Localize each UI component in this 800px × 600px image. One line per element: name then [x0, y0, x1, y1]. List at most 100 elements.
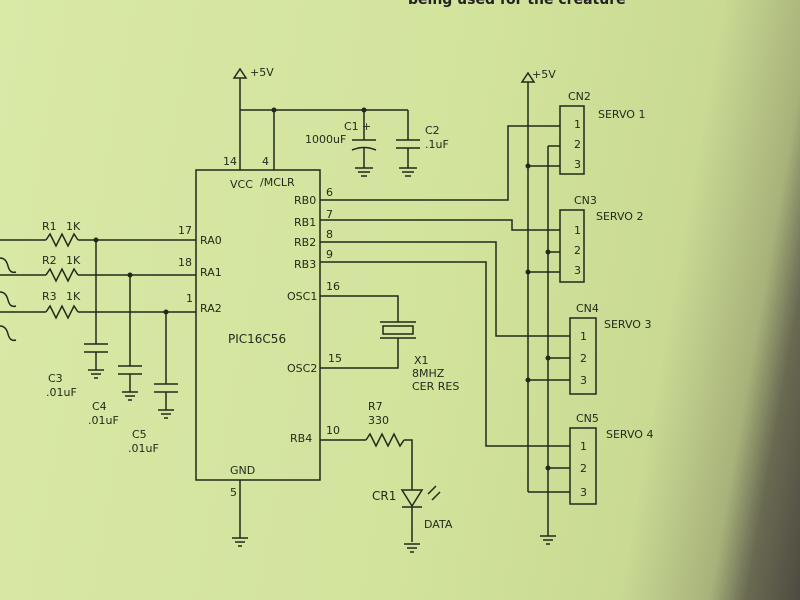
- x1-freq: 8MHZ: [412, 367, 445, 380]
- c2-value: .1uF: [425, 138, 449, 151]
- pin-label-vcc: VCC: [230, 178, 253, 191]
- cr1-ref: CR1: [372, 489, 396, 503]
- cn2-ref: CN2: [568, 90, 591, 103]
- pin-number-gnd: 5: [230, 486, 237, 499]
- pin-label-rb3: RB3: [294, 258, 316, 271]
- c4-value: .01uF: [88, 414, 119, 427]
- cn4-pin3: 3: [580, 374, 587, 387]
- r2-ref: R2: [42, 254, 57, 267]
- vcc-label-left: +5V: [250, 66, 274, 79]
- r3-value: 1K: [66, 290, 81, 303]
- cn2-pin1: 1: [574, 118, 581, 131]
- wire-rb0-servo1: [320, 125, 560, 201]
- pin-number-mclr: 4: [262, 155, 269, 168]
- r3-ref: R3: [42, 290, 57, 303]
- r1-ref: R1: [42, 220, 57, 233]
- c3-value: .01uF: [46, 386, 77, 399]
- pin-label-osc2: OSC2: [287, 362, 317, 375]
- pin-number-ra2: 1: [186, 292, 193, 305]
- c2-ref: C2: [425, 124, 440, 137]
- pin-number-osc2: 15: [328, 352, 342, 365]
- cn4-pin2: 2: [580, 352, 587, 365]
- pin-label-ra2: RA2: [200, 302, 222, 315]
- resistor-r3: [0, 304, 196, 320]
- resistor-r2: [0, 267, 196, 283]
- connector-cn3: [559, 209, 585, 283]
- cn3-ref: CN3: [574, 194, 597, 207]
- pin-number-ra0: 17: [178, 224, 192, 237]
- wire-rb3-servo4: [320, 261, 560, 447]
- c1-ref: C1: [344, 120, 359, 133]
- c1-polarity: +: [362, 120, 371, 133]
- led-cr1-icon: [400, 485, 441, 542]
- cn2-pin3: 3: [574, 158, 581, 171]
- pic-chip-name: PIC16C56: [228, 332, 286, 346]
- pin-label-osc1: OSC1: [287, 290, 317, 303]
- cn5-label: SERVO 4: [606, 428, 653, 441]
- wire-rb2-servo3: [320, 241, 560, 337]
- crystal-x1: [320, 295, 416, 369]
- r7-ref: R7: [368, 400, 383, 413]
- ground-led-icon: [404, 543, 420, 553]
- cn3-pin2: 2: [574, 244, 581, 257]
- pin-number-rb3: 9: [326, 248, 333, 261]
- capacitor-c5: [154, 312, 178, 419]
- r1-value: 1K: [66, 220, 81, 233]
- r2-value: 1K: [66, 254, 81, 267]
- cn5-pin1: 1: [580, 440, 587, 453]
- pin-number-osc1: 16: [326, 280, 340, 293]
- pin-label-ra0: RA0: [200, 234, 222, 247]
- pin-label-ra1: RA1: [200, 266, 222, 279]
- connector-cn4: [569, 317, 597, 395]
- cn3-pin3: 3: [574, 264, 581, 277]
- c3-ref: C3: [48, 372, 63, 385]
- c1-value: 1000uF: [305, 133, 346, 146]
- pin-label-rb4: RB4: [290, 432, 312, 445]
- pin-number-rb0: 6: [326, 186, 333, 199]
- x1-ref: X1: [414, 354, 429, 367]
- pin-number-rb4: 10: [326, 424, 340, 437]
- vcc-arrow-left-icon: [232, 67, 248, 110]
- cn3-label: SERVO 2: [596, 210, 643, 223]
- x1-type: CER RES: [412, 380, 459, 393]
- led-label: DATA: [424, 518, 453, 531]
- input-wire-1: [0, 257, 17, 274]
- pin-label-rb0: RB0: [294, 194, 316, 207]
- cn5-pin3: 3: [580, 486, 587, 499]
- pin-number-ra1: 18: [178, 256, 192, 269]
- cn4-label: SERVO 3: [604, 318, 651, 331]
- vcc-label-right: +5V: [532, 68, 556, 81]
- pin-number-vcc: 14: [223, 155, 237, 168]
- cn3-pin1: 1: [574, 224, 581, 237]
- pin-number-rb1: 7: [326, 208, 333, 221]
- ground-chip-icon: [232, 480, 248, 547]
- pic-chip-body: [195, 169, 321, 481]
- ground-servo-icon: [540, 535, 556, 545]
- input-wire-3: [0, 325, 17, 342]
- capacitor-c3: [84, 240, 108, 379]
- pin-label-gnd: GND: [230, 464, 255, 477]
- wire-rb1-servo2: [320, 219, 560, 231]
- c5-ref: C5: [132, 428, 147, 441]
- cn2-pin2: 2: [574, 138, 581, 151]
- cn5-ref: CN5: [576, 412, 599, 425]
- capacitor-c1: [351, 110, 377, 177]
- cn5-pin2: 2: [580, 462, 587, 475]
- cn4-pin1: 1: [580, 330, 587, 343]
- capacitor-c2: [396, 110, 420, 177]
- connector-cn5: [569, 427, 597, 505]
- c4-ref: C4: [92, 400, 107, 413]
- c5-value: .01uF: [128, 442, 159, 455]
- pin-number-rb2: 8: [326, 228, 333, 241]
- pin-label-rb2: RB2: [294, 236, 316, 249]
- r7-value: 330: [368, 414, 389, 427]
- resistor-r7: [320, 432, 413, 490]
- cn2-label: SERVO 1: [598, 108, 645, 121]
- cn4-ref: CN4: [576, 302, 599, 315]
- connector-cn2: [559, 105, 585, 175]
- input-wire-2: [0, 291, 17, 308]
- header-text: being used for the creature: [408, 0, 626, 8]
- capacitor-c4: [118, 275, 142, 401]
